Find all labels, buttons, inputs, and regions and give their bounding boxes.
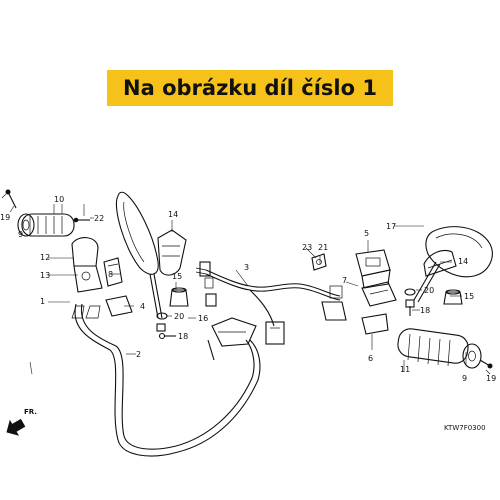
callout-2: 2	[136, 350, 141, 359]
left-lever-bracket-lower[interactable]	[105, 295, 133, 317]
callout-17: 17	[386, 222, 396, 231]
right-bar-end[interactable]	[462, 343, 482, 369]
left-screw[interactable]	[5, 189, 17, 209]
left-lever-bracket[interactable]	[103, 257, 123, 287]
left-screw-22[interactable]	[73, 217, 90, 223]
callout-22: 22	[94, 214, 104, 223]
callout-12: 12	[40, 253, 50, 262]
harness-connector-left[interactable]	[199, 261, 217, 307]
callout-18-right: 18	[420, 306, 430, 315]
diagram-code: KTW7F0300	[444, 424, 486, 432]
callout-9-left: 9	[18, 230, 23, 239]
callout-1: 1	[40, 297, 45, 306]
right-mirror[interactable]	[413, 226, 493, 303]
callout-8: 8	[108, 270, 113, 279]
callout-11: 11	[400, 365, 410, 374]
callout-10: 10	[54, 195, 64, 204]
right-switch-housing[interactable]	[355, 249, 391, 289]
callout-15-left: 15	[172, 272, 182, 281]
right-grip[interactable]	[396, 327, 469, 367]
right-switch-lower[interactable]	[361, 313, 389, 335]
front-direction-arrow-icon: FR.	[6, 408, 37, 436]
direction-label: FR.	[24, 408, 37, 416]
callout-20-left: 20	[174, 312, 184, 321]
callout-18-left: 18	[178, 332, 188, 341]
callout-14-left: 14	[168, 210, 178, 219]
harness-relay[interactable]	[265, 321, 285, 345]
left-cable[interactable]	[71, 303, 261, 457]
callout-4: 4	[140, 302, 145, 311]
callout-7: 7	[342, 276, 347, 285]
callout-5: 5	[364, 229, 369, 238]
right-mirror-nut[interactable]	[443, 289, 463, 305]
callout-21: 21	[318, 243, 328, 252]
banner-text: Na obrázku díl číslo 1	[123, 76, 377, 100]
callout-20-right: 20	[424, 286, 434, 295]
left-mirror[interactable]	[115, 191, 163, 319]
callout-6: 6	[368, 354, 373, 363]
callout-9-right: 9	[462, 374, 467, 383]
part-number-banner: Na obrázku díl číslo 1	[107, 70, 393, 106]
left-mirror-boot[interactable]	[157, 229, 187, 276]
callout-14-right: 14	[458, 257, 468, 266]
leader-lines	[1, 193, 491, 375]
callout-3: 3	[244, 263, 249, 272]
left-grip[interactable]	[21, 213, 75, 237]
right-switch-unit[interactable]	[361, 281, 397, 307]
harness-connector-right[interactable]	[321, 285, 347, 321]
callout-23: 23	[302, 243, 312, 252]
clip-21[interactable]	[311, 253, 327, 271]
callout-16: 16	[198, 314, 208, 323]
callout-19-right: 19	[486, 374, 496, 383]
left-mirror-nut[interactable]	[169, 287, 189, 307]
left-bar-end[interactable]	[17, 213, 35, 237]
right-mirror-boot[interactable]	[423, 249, 457, 277]
right-screw[interactable]	[479, 359, 493, 369]
callout-19-left: 19	[0, 213, 10, 222]
callout-numbers: 1 2 3 4 5 6 7 8 9 9 10 11 12 13 14 14 15…	[0, 195, 496, 383]
right-washer[interactable]	[404, 288, 416, 308]
center-cable-fittings[interactable]	[207, 317, 257, 361]
wire-harness[interactable]	[195, 267, 341, 327]
callout-13: 13	[40, 271, 50, 280]
left-switch-housing[interactable]	[71, 237, 103, 293]
callout-15-right: 15	[464, 292, 474, 301]
